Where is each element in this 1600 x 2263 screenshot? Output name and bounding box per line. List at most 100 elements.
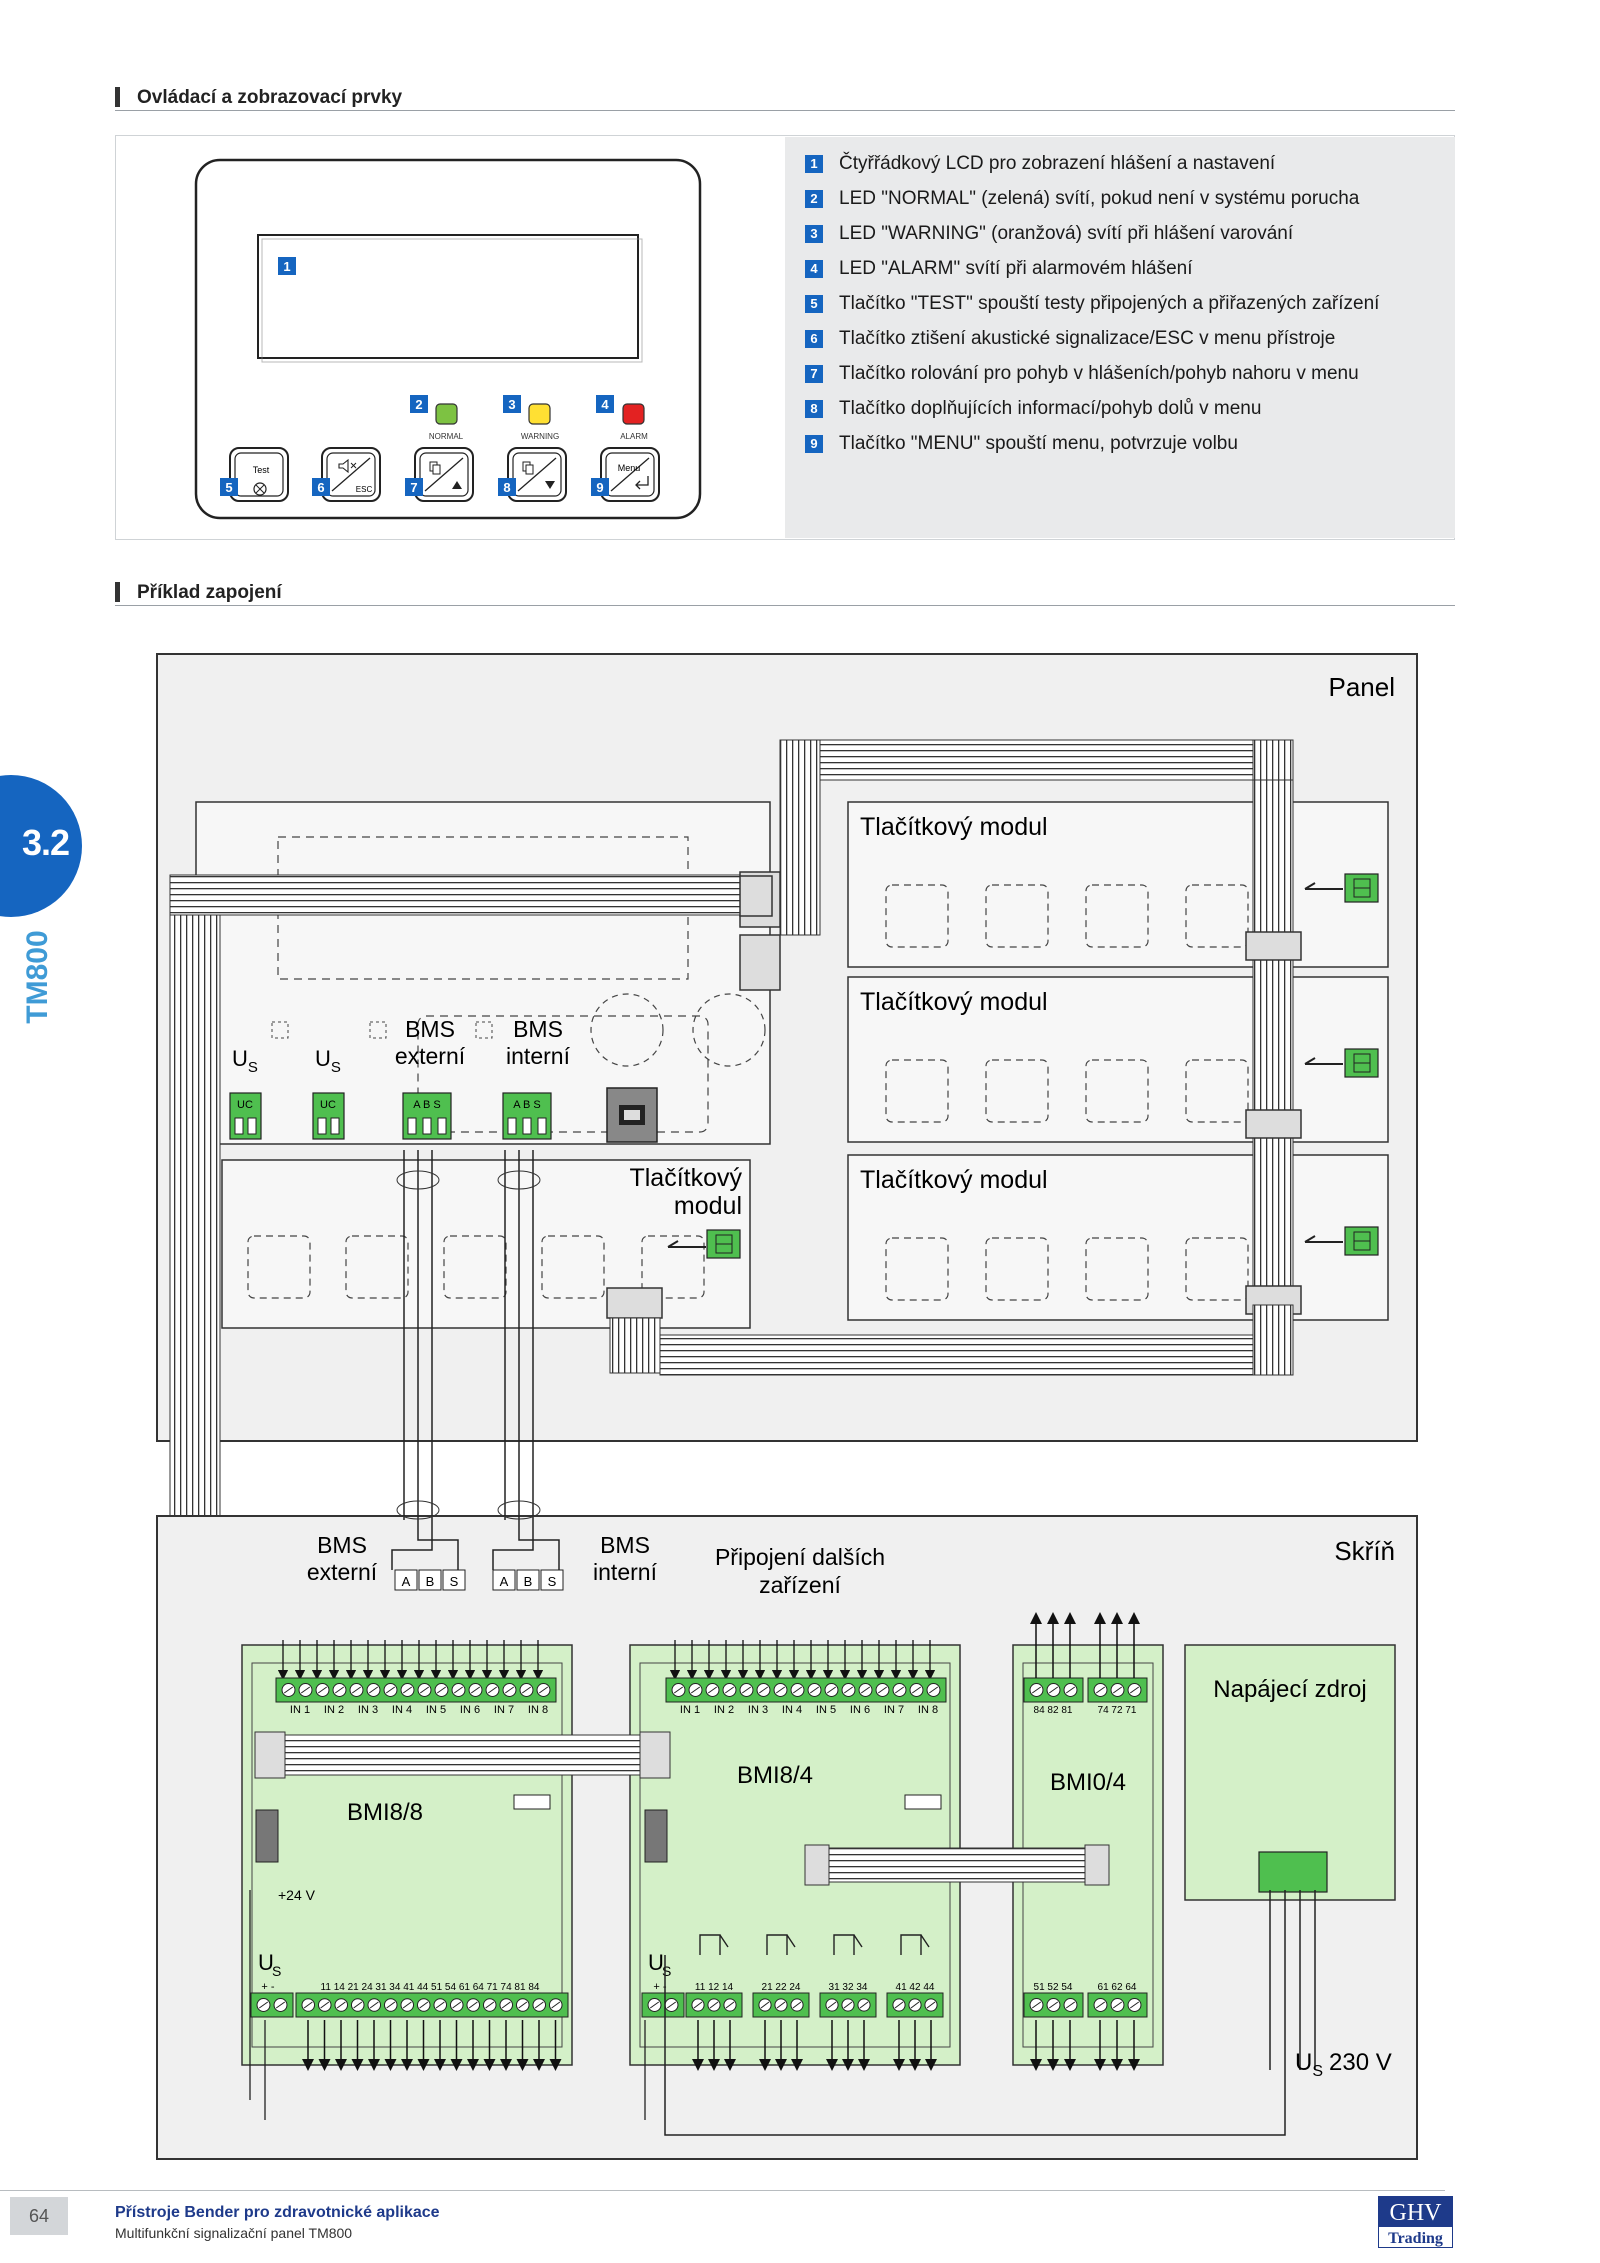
legend-text: Tlačítko "MENU" spouští menu, potvrzuje … [839,433,1238,454]
input-label: IN 1 [290,1704,310,1716]
led-normal: NORMAL [429,403,464,441]
section-heading-wiring: Příklad zapojení [115,580,1455,606]
heading-bar [115,582,120,602]
scroll-up-button[interactable] [414,447,474,502]
svg-text:US: US [315,1046,341,1076]
us-label: U [648,1950,664,1975]
button-slot [1185,1237,1249,1301]
button-module-label: modul [674,1192,742,1220]
wiring-diagram: Panel US US BMS externí BMS interní UC U… [156,653,1418,2160]
button-slot [1085,884,1149,948]
input-label: IN 5 [816,1704,836,1716]
button-slot [985,1059,1049,1123]
arrow-up-icon [452,481,462,489]
menu-button[interactable]: Menu [600,447,660,502]
enter-icon [635,476,649,490]
menu-button-label: Menu [618,463,641,473]
number-tag: 8 [498,478,516,496]
connection-label: zařízení [759,1572,841,1598]
button-module: Tlačítkový modul [847,976,1389,1143]
input-label: IN 4 [392,1704,412,1716]
legend-text: LED "NORMAL" (zelená) svítí, pokud není … [839,188,1360,209]
svg-text:7: 7 [410,480,417,495]
test-button[interactable]: Test [229,447,289,502]
legend-number: 7 [805,365,823,383]
bms-terminal-box: B [516,1569,540,1591]
legend-number: 2 [805,190,823,208]
device-front-illustration: NORMAL WARNING ALARM Test ESC [194,158,702,520]
legend-number: 3 [805,225,823,243]
bms-external-label: externí [307,1559,378,1585]
input-label: IN 4 [782,1704,802,1716]
button-slot [443,1235,507,1299]
svg-text:S: S [662,1963,671,1979]
button-module-label: Tlačítkový modul [860,1166,1048,1194]
module-name: BMI8/4 [737,1762,813,1789]
button-module-label: Tlačítkový modul [860,813,1048,841]
legend-text: Tlačítko rolování pro pohyb v hlášeních/… [839,363,1359,384]
button-slot [1085,1059,1149,1123]
terminal-abs-internal: A B S [502,1092,552,1140]
legend-item: 9 Tlačítko "MENU" spouští menu, potvrzuje… [805,429,1238,459]
arrow-down-icon [545,481,555,489]
bms-terminal-box: A [394,1569,418,1591]
legend-number: 9 [805,435,823,453]
bms-terminal-box: S [540,1569,564,1591]
usb-port-icon [606,1087,658,1143]
ghv-trading-logo: GHV Trading [1378,2196,1453,2248]
page-number: 64 [10,2197,68,2235]
button-slot [985,1237,1049,1301]
terminal-abs-external: A B S [402,1092,452,1140]
terminal-uc-2: UC [312,1092,345,1140]
output-label: 11 14 21 24 31 34 41 44 51 54 61 64 71 7… [321,1982,540,1993]
footer-divider [0,2190,1445,2191]
button-slot [1185,884,1249,948]
test-icon [253,482,267,496]
svg-text:S: S [548,1574,557,1589]
button-slot [1085,1237,1149,1301]
svg-text:A B S: A B S [413,1099,441,1111]
input-label: IN 7 [494,1704,514,1716]
bms-label: BMS [600,1532,650,1558]
legend-number: 6 [805,330,823,348]
led-alarm: ALARM [620,403,648,441]
button-module: Tlačítkový modul [847,1154,1389,1321]
button-slot [1185,1059,1249,1123]
bms-terminal-box: B [418,1569,442,1591]
input-label: IN 6 [850,1704,870,1716]
svg-text:GHV: GHV [1390,2200,1443,2226]
button-slot [885,1059,949,1123]
button-slot [345,1235,409,1299]
svg-text:B: B [426,1574,435,1589]
input-label: IN 2 [324,1704,344,1716]
bms-label: BMS [405,1016,455,1042]
esc-button[interactable]: ESC [321,447,381,502]
module-name: BMI0/4 [1050,1769,1126,1796]
svg-text:8: 8 [503,480,510,495]
svg-text:+ -: + - [261,1981,274,1993]
svg-text:A: A [500,1574,509,1589]
number-tag: 9 [591,478,609,496]
test-button-label: Test [253,465,270,475]
bms-label: BMS [513,1016,563,1042]
number-tag: 7 [405,478,423,496]
heading-bar [115,87,120,107]
info-down-button[interactable] [507,447,567,502]
bms-terminal-box: S [442,1569,466,1591]
svg-text:6: 6 [317,480,324,495]
input-label: IN 6 [460,1704,480,1716]
button-slot [985,884,1049,948]
module-name: BMI8/8 [347,1799,423,1826]
svg-text:A B S: A B S [513,1099,541,1111]
number-tag: 5 [220,478,238,496]
svg-text:S: S [272,1963,281,1979]
section-heading-controls: Ovládací a zobrazovací prvky [115,85,1455,111]
svg-text:1: 1 [283,259,290,274]
legend-item: 7 Tlačítko rolování pro pohyb v hlášeních… [805,359,1359,389]
svg-text:Trading: Trading [1388,2230,1443,2247]
